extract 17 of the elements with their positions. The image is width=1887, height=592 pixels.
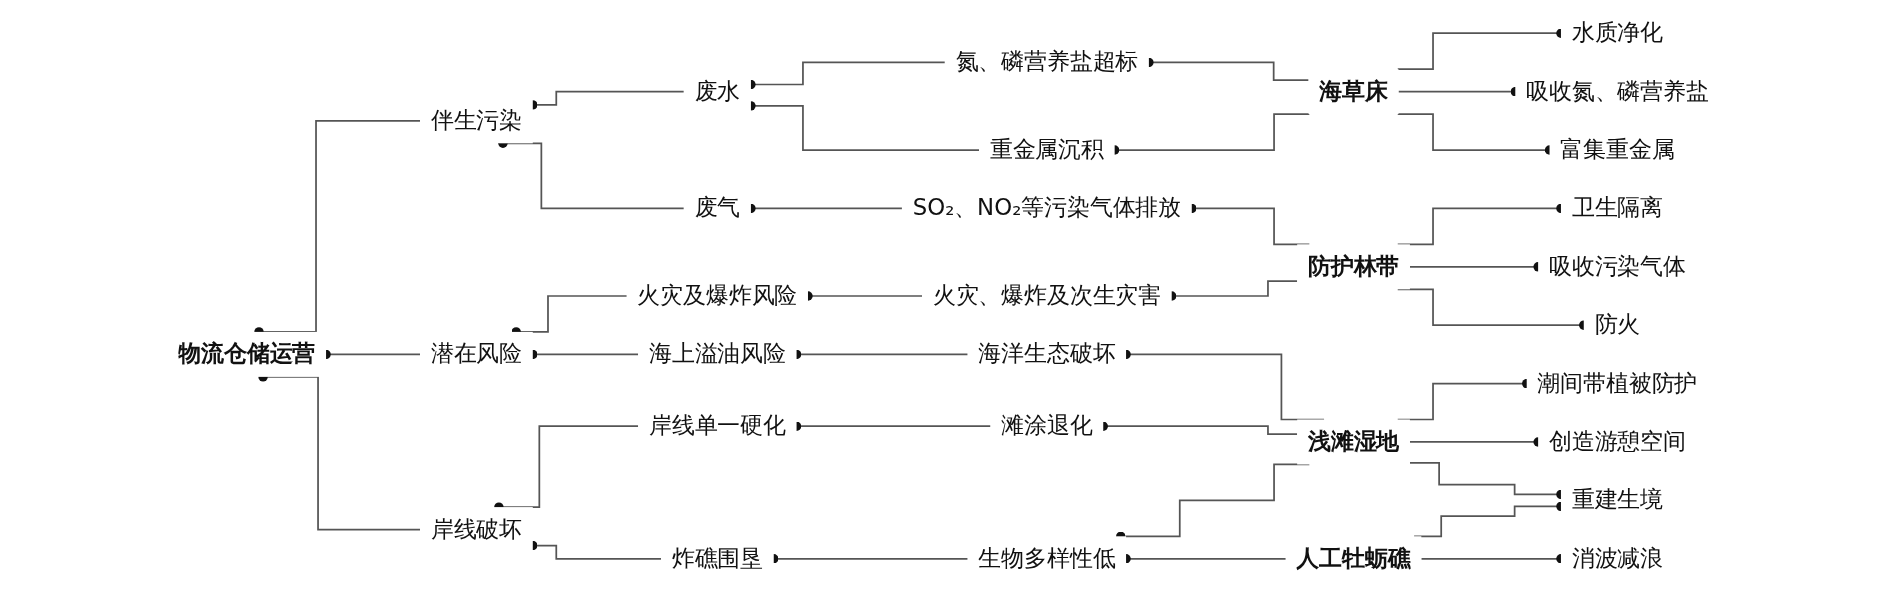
node-text: 海草床 [1319, 77, 1388, 105]
node-text: 重金属沉积 [989, 135, 1104, 163]
node-text: 火灾及爆炸风险 [637, 281, 798, 309]
node-text: 氮、磷营养盐超标 [955, 47, 1139, 75]
node-text: 炸礁围垦 [671, 544, 764, 572]
node-text: 潮间带植被防护 [1537, 369, 1698, 397]
node-text: 吸收污染气体 [1548, 252, 1686, 280]
node-text: 滩涂退化 [1001, 411, 1093, 439]
node-text: 岸线单一硬化 [648, 411, 786, 439]
node-text: 火灾、爆炸及次生灾害 [932, 281, 1161, 309]
node-text: 吸收氮、磷营养盐 [1526, 77, 1709, 105]
node-text: 海洋生态破坏 [978, 339, 1116, 367]
node-text: 富集重金属 [1560, 135, 1675, 163]
node-text: 人工牡蛎礁 [1296, 544, 1411, 572]
node-text: SO₂、NO₂等污染气体排放 [912, 193, 1182, 221]
node-text: 海上溢油风险 [648, 339, 786, 367]
node-text: 创造游憩空间 [1548, 427, 1686, 455]
